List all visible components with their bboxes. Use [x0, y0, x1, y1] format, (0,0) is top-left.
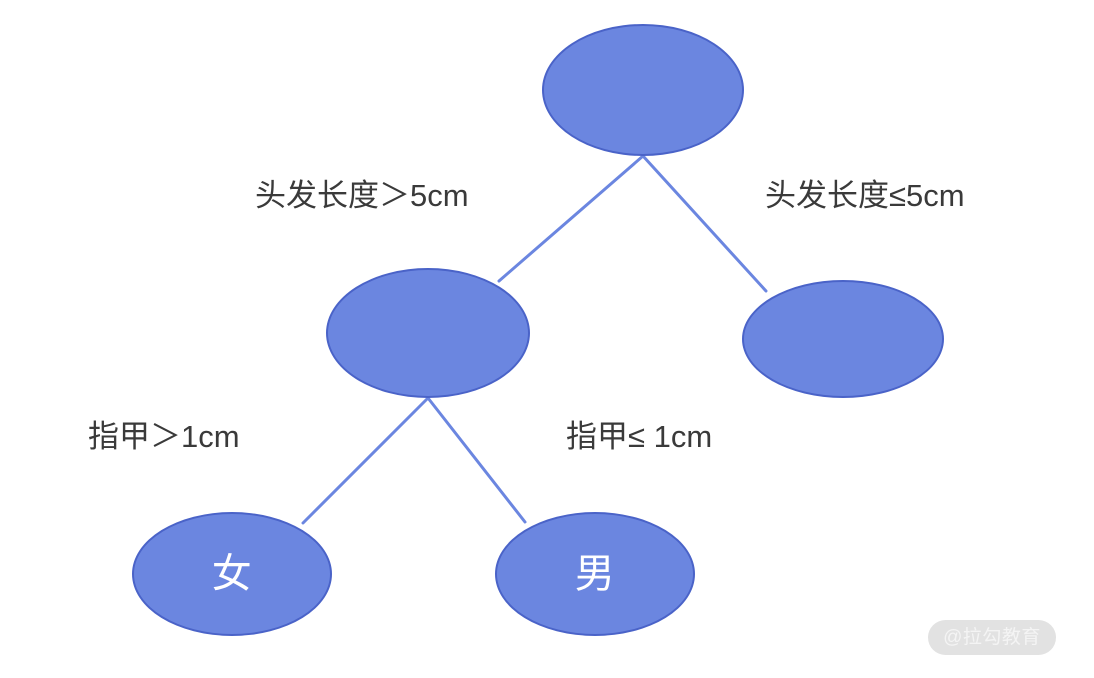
node-leaf-female[interactable]: 女	[132, 512, 332, 636]
node-leaf-male[interactable]: 男	[495, 512, 695, 636]
edge-mid-to-leaf-male	[426, 396, 527, 524]
node-label-leaf-male: 男	[574, 552, 616, 596]
watermark: @拉勾教育	[928, 620, 1056, 655]
edge-root-to-mid-left	[497, 154, 645, 283]
label-hair-le: 头发长度≤5cm	[765, 178, 965, 213]
label-hair-gt: 头发长度＞5cm	[255, 178, 469, 213]
label-nail-le: 指甲≤ 1cm	[566, 419, 713, 454]
edge-mid-to-leaf-female	[301, 396, 430, 525]
node-label-leaf-female: 女	[211, 552, 253, 596]
node-root[interactable]	[542, 24, 744, 156]
label-nail-gt: 指甲＞1cm	[88, 419, 240, 454]
edge-root-to-mid-right	[641, 154, 768, 293]
watermark-text: @拉勾教育	[943, 627, 1041, 648]
node-mid-left[interactable]	[326, 268, 530, 398]
node-mid-right[interactable]	[742, 280, 944, 398]
